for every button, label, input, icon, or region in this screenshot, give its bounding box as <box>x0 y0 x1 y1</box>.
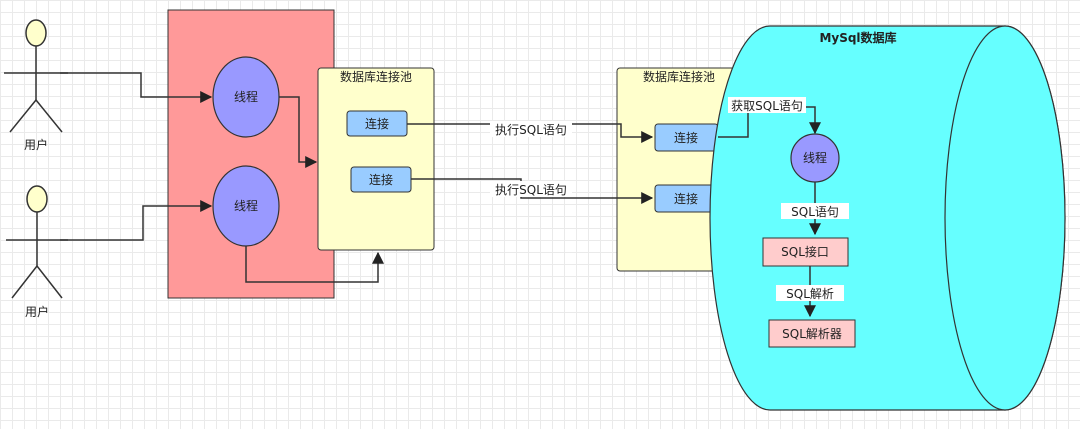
edge-sql-parse-label: SQL解析 <box>786 287 834 301</box>
right-connection-label-2: 连接 <box>674 191 698 206</box>
edge-sql-stmt-label: SQL语句 <box>791 205 839 219</box>
edge-thread2-pool <box>245 246 384 283</box>
right-pool-title: 数据库连接池 <box>643 69 715 84</box>
edge-thread1-pool <box>279 96 318 168</box>
user-label-1: 用户 <box>24 137 48 152</box>
sql-interface-label: SQL接口 <box>781 244 829 259</box>
thread-label-1: 线程 <box>234 89 258 104</box>
edge-fetch-label: 获取SQL语句 <box>731 99 803 113</box>
user-actor-1 <box>4 19 68 133</box>
left-pool-title: 数据库连接池 <box>340 69 412 84</box>
sql-interface-box[interactable] <box>762 237 849 267</box>
right-connection-label-1: 连接 <box>674 130 698 145</box>
edge-user1-thread1 <box>60 72 213 103</box>
mysql-cylinder-face <box>944 25 1066 411</box>
left-connection-label-2: 连接 <box>369 172 393 187</box>
edge-exec-label-1: 执行SQL语句 <box>495 123 567 137</box>
left-connection-label-1: 连接 <box>365 116 389 131</box>
user-actor-2 <box>6 185 68 299</box>
actor-head <box>26 185 48 213</box>
thread-label-2: 线程 <box>234 198 258 213</box>
left-connection-pool <box>317 67 435 251</box>
edge-user2-thread2 <box>60 200 213 241</box>
sql-parser-box[interactable] <box>768 319 856 348</box>
thread-container <box>167 9 335 299</box>
mysql-thread-label: 线程 <box>803 150 827 165</box>
sql-parser-label: SQL解析器 <box>782 327 842 341</box>
edge-exec-label-2: 执行SQL语句 <box>495 183 567 197</box>
user-label-2: 用户 <box>25 304 49 319</box>
mysql-title: MySql数据库 <box>819 30 896 45</box>
actor-head <box>25 19 47 47</box>
